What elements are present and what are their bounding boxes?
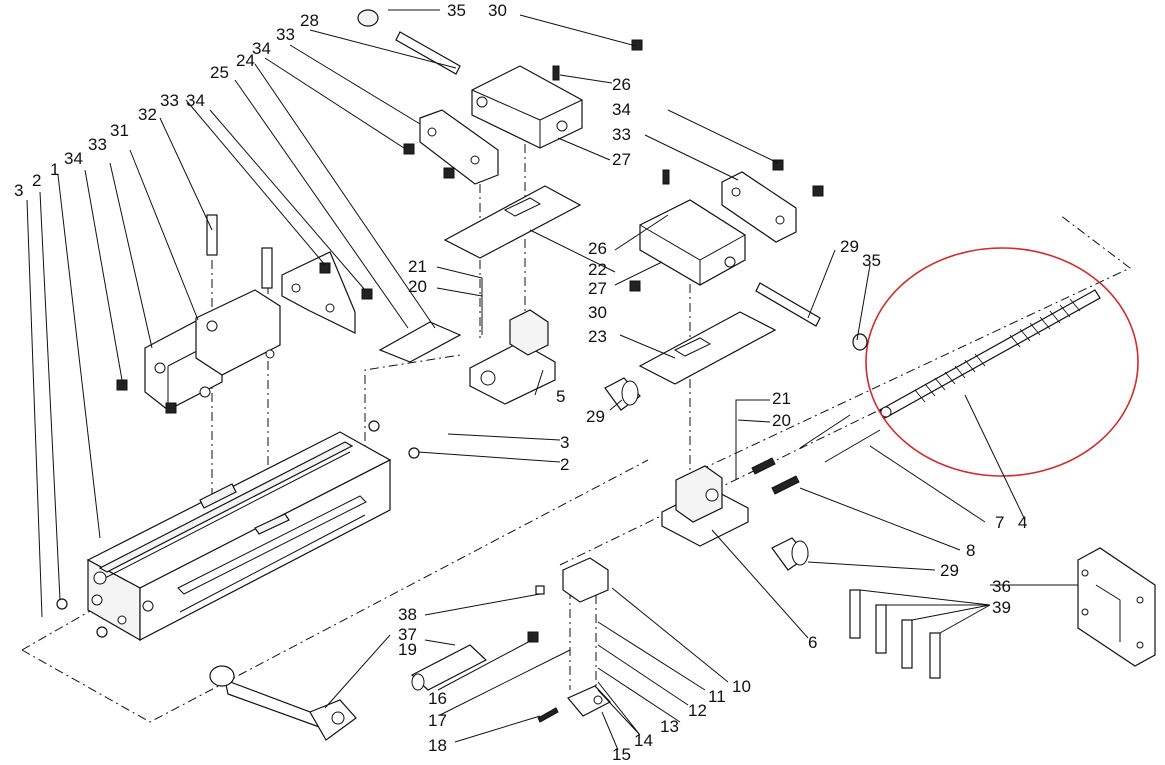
callout-32: 32 — [138, 105, 157, 124]
callout-34-right: 34 — [612, 100, 631, 119]
callout-19: 19 — [398, 640, 417, 659]
bushings — [604, 377, 809, 571]
callout-20-right: 20 — [772, 411, 791, 430]
callout-13: 13 — [660, 717, 679, 736]
cap-screws-39 — [849, 589, 941, 679]
callout-23: 23 — [588, 327, 607, 346]
base-rail — [86, 431, 392, 642]
callout-14: 14 — [634, 731, 653, 750]
gib-plate-right — [281, 251, 356, 334]
callout-18: 18 — [428, 736, 447, 755]
callout-38: 38 — [398, 605, 417, 624]
callout-35-top: 35 — [447, 1, 466, 20]
saddle-block-right — [639, 199, 746, 286]
callout-29-left: 29 — [586, 407, 605, 426]
callout-27-top: 27 — [612, 150, 631, 169]
shim-plates — [378, 185, 777, 385]
callout-25: 25 — [210, 63, 229, 82]
callout-21-left: 21 — [408, 257, 427, 276]
callout-7: 7 — [995, 513, 1004, 532]
lead-screw — [879, 289, 1101, 419]
callout-31: 31 — [110, 121, 129, 140]
callout-34-left: 34 — [64, 149, 83, 168]
callout-11: 11 — [708, 687, 726, 706]
center-bracket — [562, 557, 611, 717]
callout-24: 24 — [236, 51, 255, 70]
callout-29-right: 29 — [940, 561, 959, 580]
jaw-slide-block-6 — [661, 465, 749, 547]
callout-16: 16 — [428, 689, 447, 708]
saddle-block-top — [471, 65, 583, 149]
callout-15: 15 — [612, 745, 631, 764]
clamp-block-31 — [195, 289, 281, 376]
gib-plate-right-top — [721, 171, 797, 243]
callout-34-mid: 34 — [186, 91, 205, 110]
callout-30-top: 30 — [488, 1, 507, 20]
callout-30-right: 30 — [588, 303, 607, 322]
callout-28-right: 29 — [840, 237, 859, 256]
callout-28-top: 28 — [300, 11, 319, 30]
callout-33-top: 33 — [276, 25, 295, 44]
callout-22: 22 — [588, 260, 607, 279]
callout-27-right: 27 — [588, 279, 607, 298]
callout-5: 5 — [556, 387, 565, 406]
callout-17: 17 — [428, 711, 447, 730]
handle-crank — [209, 665, 357, 741]
callout-36: 36 — [992, 577, 1011, 596]
callout-2-left: 2 — [32, 171, 41, 190]
callout-12: 12 — [688, 701, 707, 720]
callout-10: 10 — [732, 677, 751, 696]
jaw-slide-block-5 — [469, 309, 556, 405]
gib-plate-top — [419, 109, 499, 185]
callout-37: 37 — [398, 625, 417, 644]
callout-35-right: 35 — [862, 251, 881, 270]
callout-leaders — [26, 9, 1078, 751]
callout-33-mid: 33 — [160, 91, 179, 110]
callout-34-top: 34 — [252, 39, 271, 58]
small-hardware — [56, 9, 881, 723]
callout-8: 8 — [966, 541, 975, 560]
stop-block — [1077, 547, 1156, 667]
callout-39: 39 — [992, 598, 1011, 617]
callout-20-left: 20 — [408, 277, 427, 296]
handle-shaft-19 — [410, 644, 488, 691]
callout-33-left: 33 — [88, 135, 107, 154]
callout-labels: 35 30 28 33 34 26 34 33 27 25 24 34 33 3… — [14, 1, 1027, 764]
callout-2-mid: 2 — [560, 455, 569, 474]
callout-6: 6 — [808, 633, 817, 652]
assembly-boundary-lines — [21, 125, 1131, 723]
callout-21-right: 21 — [772, 389, 791, 408]
callout-3-mid: 3 — [560, 433, 569, 452]
callout-4: 4 — [1018, 513, 1027, 532]
callout-1: 1 — [50, 160, 59, 179]
highlight-circle — [865, 247, 1139, 477]
callout-33-right: 33 — [612, 125, 631, 144]
callout-3-left: 3 — [14, 181, 23, 200]
callout-26-right: 26 — [588, 239, 607, 258]
callout-26-top: 26 — [612, 75, 631, 94]
